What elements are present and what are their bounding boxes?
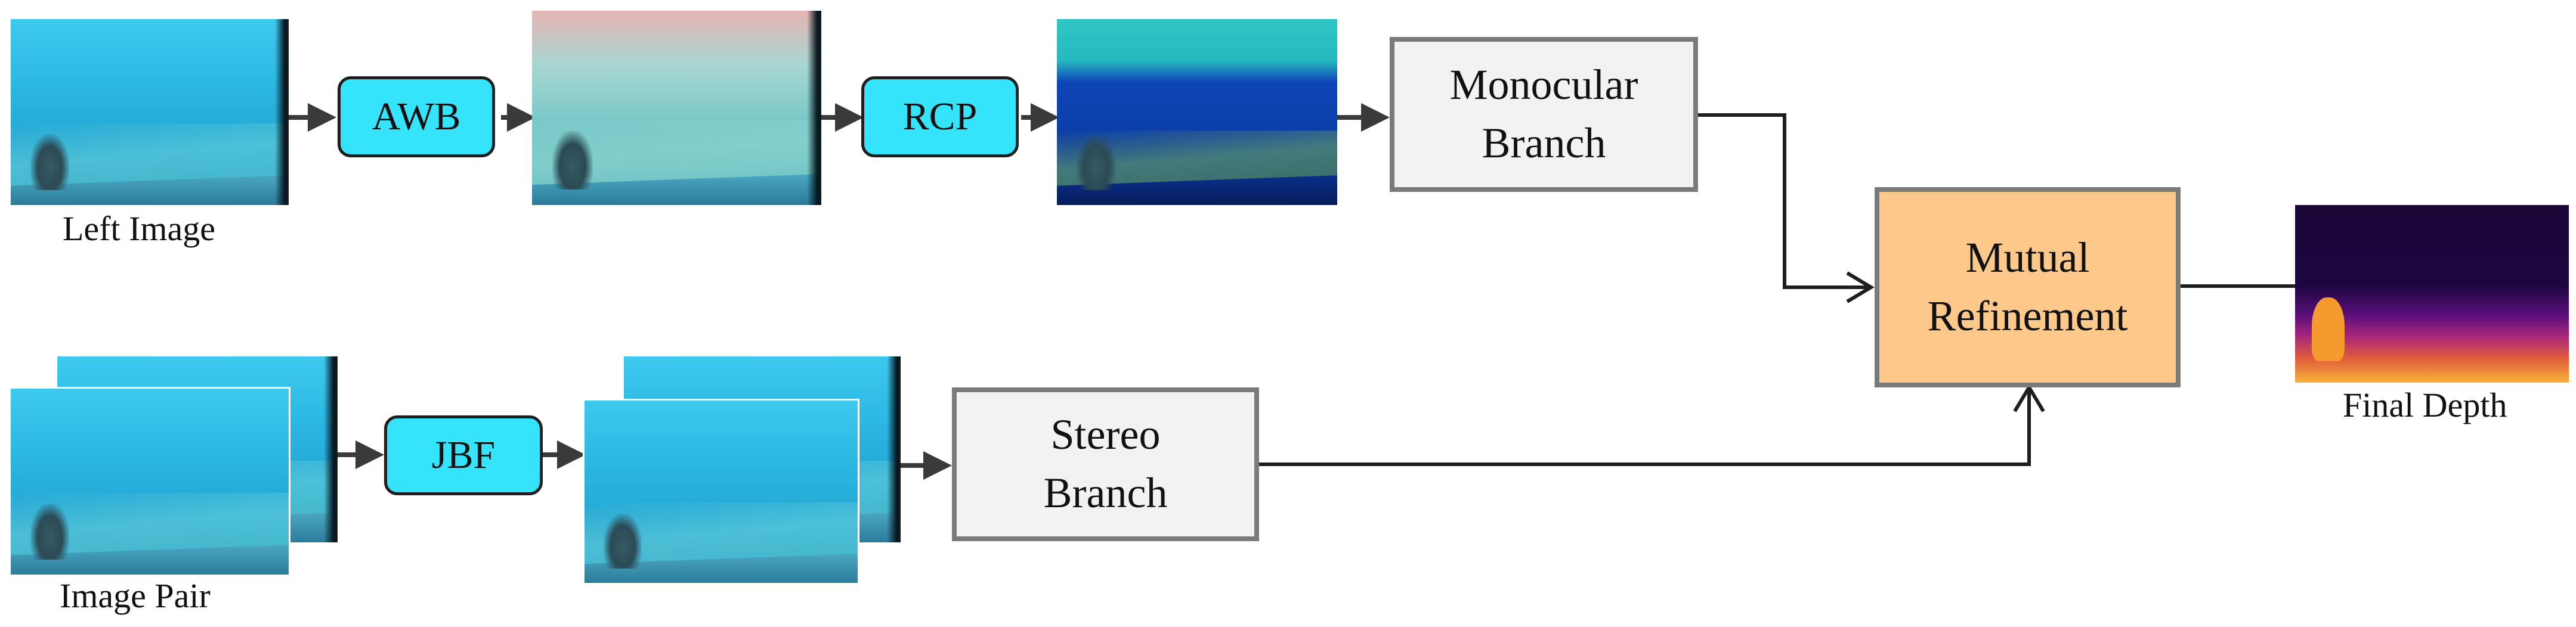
- monocular-branch-line-2: Branch: [1482, 119, 1606, 167]
- rcp-operation: RCP: [861, 76, 1019, 157]
- left-image-caption: Left Image: [63, 209, 216, 248]
- arrow-monocular-to-fusion: [1698, 113, 1870, 289]
- stereo-branch-block: Stereo Branch: [952, 387, 1259, 541]
- image-pair-caption: Image Pair: [60, 576, 211, 615]
- arrowhead-monocular: [1846, 271, 1875, 303]
- stereo-branch-line-2: Branch: [1043, 469, 1168, 517]
- left-image-pair-thumbnail: [11, 389, 289, 575]
- arrowhead-stereo: [2013, 384, 2045, 412]
- awb-output-thumbnail: [532, 11, 821, 205]
- final-depth-caption: Final Depth: [2343, 386, 2507, 424]
- arrow-stereo-to-fusion: [1259, 387, 2031, 466]
- awb-operation: AWB: [338, 76, 495, 157]
- rcp-output-thumbnail: [1057, 19, 1337, 205]
- stereo-branch-line-1: Stereo: [1050, 411, 1161, 459]
- jbf-operation: JBF: [384, 415, 543, 495]
- monocular-branch-line-1: Monocular: [1449, 61, 1638, 109]
- final-depth-thumbnail: [2295, 205, 2569, 383]
- left-image-thumbnail: [11, 19, 289, 205]
- jbf-left-thumbnail: [585, 401, 858, 583]
- mutual-refinement-line-2: Refinement: [1927, 292, 2128, 340]
- mutual-refinement-block: Mutual Refinement: [1875, 187, 2181, 387]
- monocular-branch-block: Monocular Branch: [1390, 37, 1698, 192]
- mutual-refinement-line-1: Mutual: [1965, 234, 2090, 282]
